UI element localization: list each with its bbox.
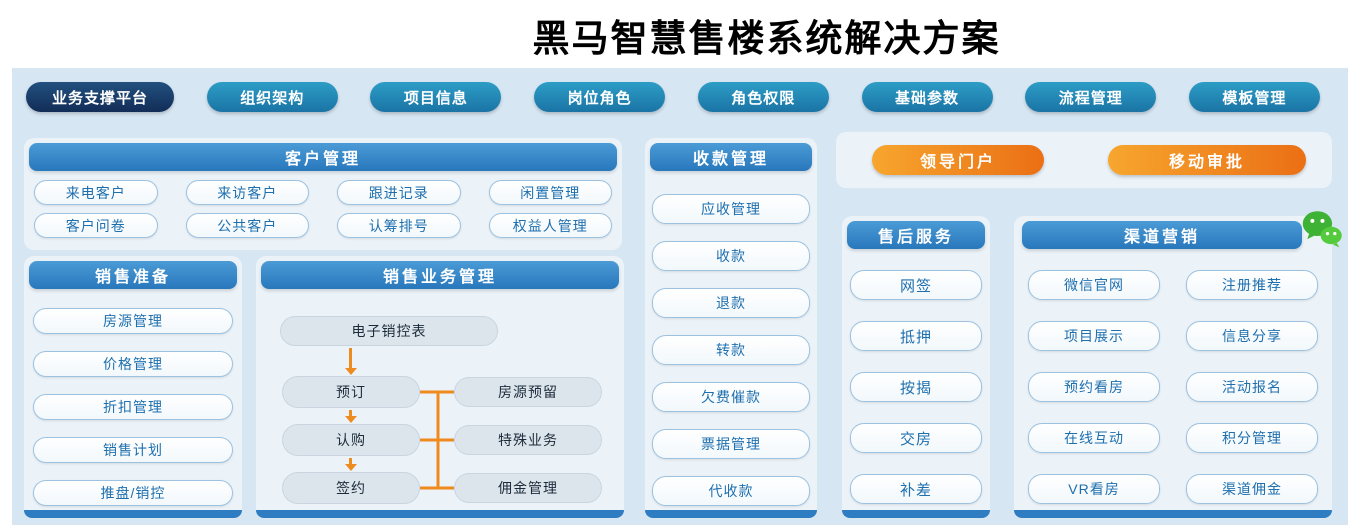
nav-template-mgmt: 模板管理 [1188, 82, 1320, 112]
after-sales-panel: 售后服务 网签 抵押 按揭 交房 补差 [842, 216, 990, 518]
follow-up-record: 跟进记录 [337, 180, 461, 205]
agency-collection: 代收款 [652, 476, 810, 506]
customer-questionnaire: 客户问卷 [34, 213, 158, 238]
after-sales-items: 网签 抵押 按揭 交房 补差 [850, 270, 982, 504]
invoice-management: 票据管理 [652, 429, 810, 459]
sales-plan: 销售计划 [33, 437, 233, 463]
register-referral: 注册推荐 [1186, 270, 1318, 300]
portals-panel: 领导门户 移动审批 [836, 132, 1332, 188]
arrow-down-icon [349, 458, 352, 464]
nav-basic-params: 基础参数 [861, 82, 993, 112]
mortgage-pledge: 抵押 [850, 321, 982, 351]
channel-marketing-header: 渠道营销 [1022, 221, 1302, 249]
e-sales-control-board: 电子销控表 [280, 316, 498, 346]
points-management: 积分管理 [1186, 423, 1318, 453]
nav-project-info: 项目信息 [370, 82, 502, 112]
sales-preparation-items: 房源管理 价格管理 折扣管理 销售计划 推盘/销控 [33, 308, 233, 506]
launch-sales-control: 推盘/销控 [33, 480, 233, 506]
project-display: 项目展示 [1028, 321, 1160, 351]
difference-compensation: 补差 [850, 474, 982, 504]
channel-items: 微信官网 注册推荐 项目展示 信息分享 预约看房 活动报名 在线互动 积分管理 … [1028, 270, 1318, 504]
flow-step-subscribe: 认购 [282, 424, 420, 456]
mortgage-loan: 按揭 [850, 372, 982, 402]
arrow-down-icon [349, 410, 352, 416]
housing-management: 房源管理 [33, 308, 233, 334]
nav-role-permission: 角色权限 [697, 82, 829, 112]
channel-marketing-panel: 渠道营销 微信官网 注册推荐 项目展示 信息分享 预约看房 活动报名 在线互动 … [1014, 211, 1342, 518]
mobile-approval: 移动审批 [1108, 145, 1306, 175]
channel-commission: 渠道佣金 [1186, 474, 1318, 504]
collection-items: 应收管理 收款 退款 转款 欠费催款 票据管理 代收款 [652, 194, 810, 506]
commission-management: 佣金管理 [454, 473, 602, 503]
page-title: 黑马智慧售楼系统解决方案 [532, 18, 1001, 59]
price-management: 价格管理 [33, 351, 233, 377]
flow-step-reserve: 预订 [282, 376, 420, 408]
collection-management-header: 收款管理 [650, 143, 812, 171]
sales-preparation-header: 销售准备 [29, 261, 237, 289]
customer-management-panel: 客户管理 来电客户 来访客户 跟进记录 闲置管理 客户问卷 公共客户 认筹排号 … [24, 138, 622, 250]
nav-process-mgmt: 流程管理 [1025, 82, 1157, 112]
leader-portal: 领导门户 [872, 145, 1044, 175]
stakeholder-management: 权益人管理 [488, 213, 612, 238]
sales-business-panel: 销售业务管理 电子销控表 预订 认购 签约 房源预留 特殊业务 佣金管理 [256, 256, 624, 518]
nav-business-support-platform: 业务支撑平台 [26, 82, 174, 112]
online-signing: 网签 [850, 270, 982, 300]
wechat-official-site: 微信官网 [1028, 270, 1160, 300]
subscription-numbering: 认筹排号 [337, 213, 461, 238]
flow-step-sign: 签约 [282, 472, 420, 504]
vr-house-viewing: VR看房 [1028, 474, 1160, 504]
info-sharing: 信息分享 [1186, 321, 1318, 351]
visiting-customer: 来访客户 [185, 180, 309, 205]
public-customer: 公共客户 [185, 213, 309, 238]
arrow-down-icon [349, 348, 352, 368]
arrears-reminder: 欠费催款 [652, 382, 810, 412]
nav-position-role: 岗位角色 [534, 82, 666, 112]
discount-management: 折扣管理 [33, 394, 233, 420]
activity-signup: 活动报名 [1186, 372, 1318, 402]
housing-hold: 房源预留 [454, 377, 602, 407]
customer-items: 来电客户 来访客户 跟进记录 闲置管理 客户问卷 公共客户 认筹排号 权益人管理 [34, 180, 612, 238]
receivable-management: 应收管理 [652, 194, 810, 224]
collection-management-panel: 收款管理 应收管理 收款 退款 转款 欠费催款 票据管理 代收款 [645, 138, 817, 518]
top-nav: 业务支撑平台 组织架构 项目信息 岗位角色 角色权限 基础参数 流程管理 模板管… [26, 82, 1320, 112]
incoming-call-customer: 来电客户 [34, 180, 158, 205]
payment-collection: 收款 [652, 241, 810, 271]
house-delivery: 交房 [850, 423, 982, 453]
special-business: 特殊业务 [454, 425, 602, 455]
online-interaction: 在线互动 [1028, 423, 1160, 453]
sales-business-header: 销售业务管理 [261, 261, 619, 289]
after-sales-header: 售后服务 [847, 221, 985, 249]
wechat-icon [1300, 208, 1344, 252]
idle-management: 闲置管理 [488, 180, 612, 205]
customer-management-header: 客户管理 [29, 143, 617, 171]
fund-transfer: 转款 [652, 335, 810, 365]
nav-org-structure: 组织架构 [206, 82, 338, 112]
sales-preparation-panel: 销售准备 房源管理 价格管理 折扣管理 销售计划 推盘/销控 [24, 256, 242, 518]
booking-house-viewing: 预约看房 [1028, 372, 1160, 402]
refund: 退款 [652, 288, 810, 318]
